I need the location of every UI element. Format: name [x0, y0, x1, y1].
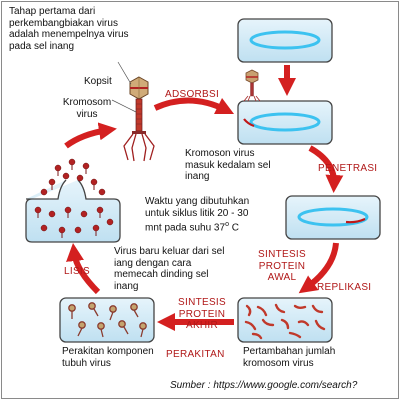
desc-pertambahan: Pertambahan jumlah kromosom virus — [243, 346, 335, 369]
bacteriophage-icon — [111, 61, 155, 162]
stage-sintesis-awal-line-2: PROTEIN — [258, 260, 306, 272]
attached-virus — [243, 69, 261, 102]
desc-perakitan-line-1: Perakitan komponen — [62, 346, 154, 357]
label-kapsit: Kopsit — [84, 76, 112, 87]
desc-waktu-unit: C — [228, 222, 239, 234]
cell-2-adsorbed — [237, 69, 333, 145]
desc-virus-baru-line-4: inang — [114, 280, 139, 292]
desc-virus-baru-line-1: Virus baru keluar dari sel — [114, 246, 225, 257]
desc-pertambahan-line-2: kromosom virus — [243, 357, 314, 369]
stage-sintesis-awal-line-1: SINTESIS — [258, 249, 306, 260]
desc-waktu-degree: o — [225, 221, 229, 228]
cell-5-assembly — [59, 297, 155, 343]
desc-perakitan: Perakitan komponen tubuh virus — [62, 346, 154, 369]
cell-3-penetrated — [285, 195, 381, 240]
arrow-return — [64, 122, 117, 149]
stage-sintesis-awal-line-3: AWAL — [267, 272, 297, 283]
arrow-adsorbsi — [153, 97, 235, 115]
arrow-lisis — [66, 243, 101, 295]
stage-adsorbsi: ADSORBSI — [165, 89, 220, 100]
label-kromosom-line-2: virus — [76, 108, 98, 120]
desc-waktu-line-1: Waktu yang dibutuhkan — [145, 196, 250, 207]
desc-waktu-text: mnt pada suhu 37 — [145, 222, 226, 234]
stage-sintesis-akhir-line-1: SINTESIS — [178, 297, 226, 308]
desc-waktu-line-3: mnt pada suhu 37o C — [145, 219, 249, 234]
stage-sintesis-akhir-line-2: PROTEIN — [178, 308, 226, 320]
stage-sintesis-akhir-line-3: AKHIR — [185, 320, 219, 331]
stage-sintesis-protein-awal: SINTESIS PROTEIN AWAL — [254, 249, 310, 284]
cycle-arrows — [64, 65, 344, 331]
arrow-sintesis-awal — [298, 242, 339, 294]
intro-line-1: Tahap pertama dari — [9, 6, 96, 17]
desc-virus-baru-line-2: iang dengan cara — [114, 257, 192, 269]
stage-perakitan: PERAKITAN — [166, 349, 225, 360]
source-credit: Sumber : https://www.google.com/search? — [170, 380, 358, 391]
desc-waktu-line-2: untuk siklus litik 20 - 30 — [145, 207, 249, 219]
desc-perakitan-line-2: tubuh virus — [62, 357, 111, 369]
intro-line-3: adalah menempelnya virus — [9, 29, 129, 40]
stage-lisis: LISIS — [64, 266, 90, 277]
stage-replikasi: REPLIKASI — [317, 282, 372, 293]
cell-1-intact — [237, 18, 333, 63]
desc-virus-baru: Virus baru keluar dari sel iang dengan c… — [114, 246, 224, 292]
label-kromosom-line-1: Kromosom — [62, 97, 112, 108]
intro-line-2: perkembangbiakan virus — [9, 17, 118, 29]
desc-penetrasi-line-2: masuk kedalam sel — [185, 159, 271, 171]
desc-penetrasi-line-1: Kromoson virus — [185, 148, 255, 159]
desc-waktu: Waktu yang dibutuhkan untuk siklus litik… — [145, 196, 249, 234]
cell-4-replication — [237, 297, 333, 343]
arrow-penetrasi — [308, 145, 344, 193]
desc-pertambahan-line-1: Pertambahan jumlah — [243, 346, 336, 357]
desc-penetrasi-line-3: inang — [185, 171, 210, 182]
stage-penetrasi: PENETRASI — [318, 163, 378, 174]
intro-line-4: pada sel inang — [9, 40, 75, 52]
label-kromosom-virus: Kromosom virus — [58, 97, 116, 120]
cell-6-lysis — [25, 158, 121, 243]
desc-penetrasi: Kromoson virus masuk kedalam sel inang — [185, 148, 271, 183]
desc-virus-baru-line-3: memecah dinding sel — [114, 269, 209, 280]
intro-text: Tahap pertama dari perkembangbiakan viru… — [9, 6, 129, 52]
released-virions — [34, 158, 114, 234]
stage-sintesis-protein-akhir: SINTESIS PROTEIN AKHIR — [173, 297, 231, 332]
